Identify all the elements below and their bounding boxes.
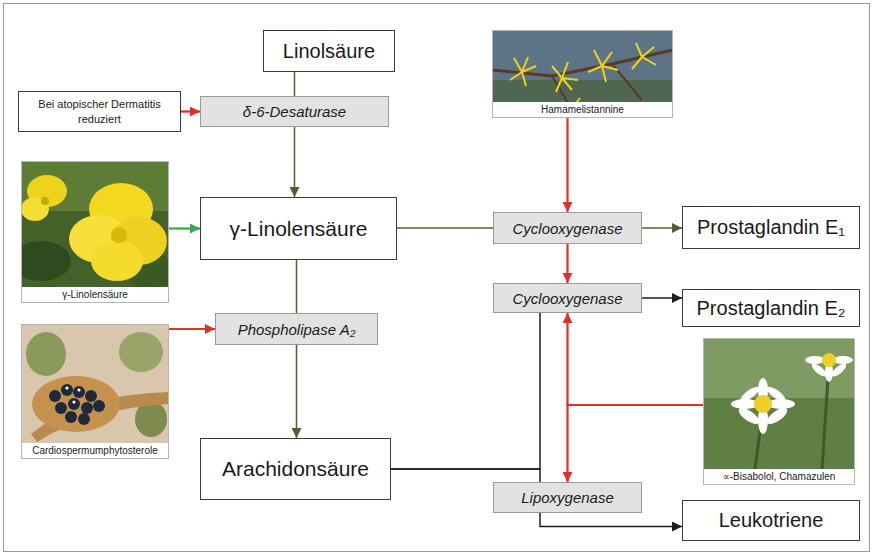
substance-box: Linolsäure: [263, 30, 395, 72]
pathway-arrow: [642, 297, 682, 299]
pathway-arrow: [391, 469, 540, 482]
spoon: [32, 376, 120, 432]
seed-pod: [119, 332, 163, 372]
node-label: Arachidonsäure: [222, 457, 369, 481]
node-label: Prostaglandin E₂: [697, 297, 846, 320]
frame-border: [4, 4, 870, 552]
photo-ground: [703, 338, 855, 485]
daisy: [731, 378, 795, 434]
node-label: Lipoxygenase: [521, 489, 614, 506]
inhibition-arrow: [181, 110, 200, 112]
enzyme-box: Cyclooxygenase: [493, 212, 642, 244]
enzyme-box: Cyclooxygenase: [493, 283, 642, 313]
pathway-arrow: [294, 72, 296, 96]
product-box: Leukotriene: [682, 500, 860, 541]
chamomile-photo: [703, 338, 855, 485]
node-label: δ-6-Desaturase: [243, 103, 346, 120]
enzyme-box: Phospholipase A₂: [215, 313, 378, 345]
node-label: Leukotriene: [719, 509, 824, 532]
pathway-arrow: [296, 260, 298, 313]
node-label: γ-Linolensäure: [230, 217, 368, 241]
photo-ground: [492, 80, 673, 118]
inhibition-arrow: [169, 328, 215, 330]
photo-box: Cardiospermumphytosterole: [21, 324, 169, 459]
node-label: Linolsäure: [283, 40, 375, 63]
daisy: [805, 353, 853, 382]
photo-caption: Cardiospermumphytosterole: [22, 443, 168, 459]
pathway-arrow: [397, 227, 493, 229]
primrose-photo: [21, 161, 169, 303]
node-label: Cyclooxygenase: [512, 290, 622, 307]
product-box: Prostaglandin E₂: [682, 289, 860, 327]
note-box: Bei atopischer Dermatitis reduziert: [18, 91, 181, 132]
pathway-arrow: [642, 227, 682, 229]
inhibition-arrow: [568, 405, 704, 482]
photo-caption: Hamamelistannine: [493, 102, 672, 118]
photo-box: γ-Linolensäure: [21, 161, 169, 303]
photo-box: ∝-Bisabolol, Chamazulen: [703, 338, 855, 485]
pathway-arrow: [296, 345, 298, 438]
seeds: [49, 384, 105, 425]
node-label: Bei atopischer Dermatitis reduziert: [25, 97, 174, 126]
substance-box: γ-Linolensäure: [200, 197, 397, 260]
flower: [21, 175, 67, 221]
product-box: Prostaglandin E₁: [682, 206, 860, 249]
photo-ground: [703, 338, 855, 398]
pathway-arrow: [391, 313, 540, 469]
node-label: Cyclooxygenase: [512, 220, 622, 237]
photo-caption: ∝-Bisabolol, Chamazulen: [704, 469, 854, 485]
seed-spots: [65, 386, 80, 403]
cardiospermum-photo: [21, 324, 169, 459]
pathway-arrow: [540, 513, 682, 527]
supply-arrow: [169, 227, 200, 229]
leaf: [21, 241, 71, 281]
seed-pod: [26, 332, 66, 376]
node-label: Prostaglandin E₁: [697, 216, 845, 239]
photo-ground: [492, 30, 673, 118]
photo-box: Hamamelistannine: [492, 30, 673, 118]
substance-box: Arachidonsäure: [200, 438, 391, 500]
inhibition-arrow: [566, 118, 568, 212]
enzyme-box: Lipoxygenase: [493, 482, 642, 513]
flower: [69, 183, 167, 281]
pathway-arrow: [294, 127, 296, 197]
photo-ground: [21, 324, 169, 459]
inhibition-arrow: [566, 244, 568, 283]
enzyme-box: δ-6-Desaturase: [200, 96, 389, 127]
node-label: Phospholipase A₂: [238, 321, 356, 338]
photo-caption: γ-Linolensäure: [22, 287, 168, 303]
